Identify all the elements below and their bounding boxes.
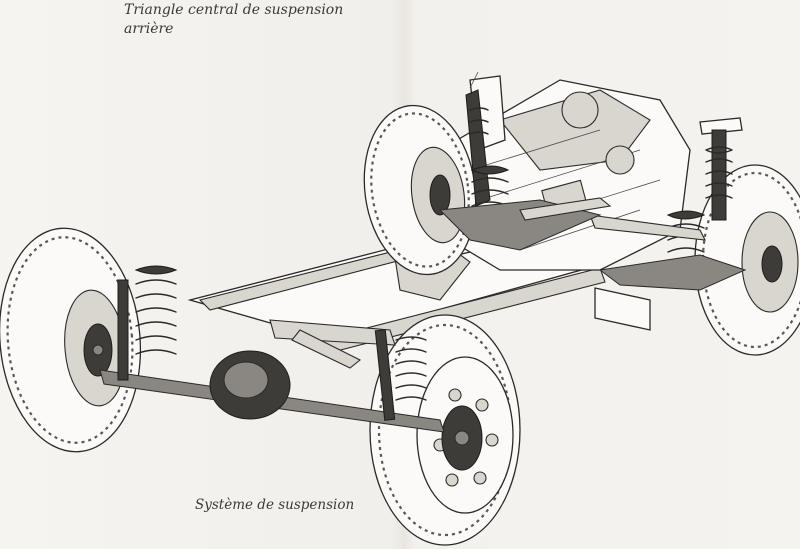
caption-rear-triangle: Triangle central de suspension arrière bbox=[124, 1, 343, 39]
rear-left-spring bbox=[117, 265, 178, 381]
caption-top-line1: Triangle central de suspension bbox=[124, 2, 344, 18]
caption-suspension-system: Système de suspension bbox=[195, 497, 355, 513]
rear-central-triangle bbox=[438, 89, 612, 251]
wheel-front-near bbox=[369, 314, 521, 546]
caption-leader-line bbox=[469, 71, 479, 89]
wheel-rear-near bbox=[0, 227, 142, 453]
rear-axle bbox=[99, 319, 445, 433]
front-left-spring bbox=[374, 329, 427, 421]
front-suspension bbox=[589, 117, 747, 291]
caption-top-line2: arrière bbox=[124, 21, 174, 37]
